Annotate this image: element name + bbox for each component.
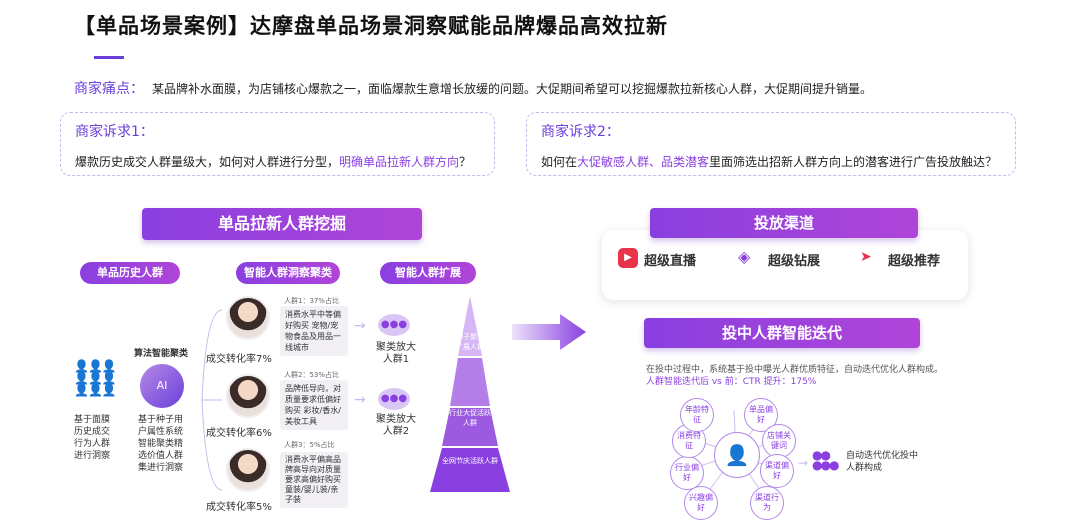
branch-lines <box>186 300 226 500</box>
base-text: 基于面膜历史成交行为人群进行洞察 <box>74 414 116 462</box>
node-interest-pref: 兴趣偏好 <box>684 486 718 520</box>
iterate-banner: 投中人群智能迭代 <box>644 318 920 348</box>
result-arrow-icon: → <box>798 456 808 470</box>
group1-desc: 消费水平中等偏好购买 宠物/宠物食品及用品一线城市 <box>280 306 348 356</box>
node-age-trait: 年龄特征 <box>680 398 714 432</box>
cluster1-icon: ●●● <box>378 314 410 336</box>
group2-conv: 成交转化率6% <box>206 424 272 439</box>
group3-conv: 成交转化率5% <box>206 498 272 513</box>
node-store-keyword: 店铺关键词 <box>762 424 796 458</box>
channel-diamond[interactable]: 超级钻展 <box>768 250 820 269</box>
pyramid-level-3: 全网节庆活跃人群 <box>440 456 500 466</box>
ai-brain-icon: AI <box>140 364 184 408</box>
demand1-title: 商家诉求1： <box>75 121 154 141</box>
cluster2-label: 聚类放大人群2 <box>374 414 418 438</box>
left-banner: 单品拉新人群挖掘 <box>142 208 422 240</box>
pain-text: 某品牌补水面膜，为店铺核心爆款之一，面临爆款生意增长放缓的问题。大促期间希望可以… <box>152 80 872 97</box>
group3-desc: 消费水平偏高品牌高导向对质量要求高偏好购买 童装/婴儿装/亲子装 <box>280 452 348 508</box>
flow-arrow-icon <box>512 312 588 352</box>
pill-expand: 智能人群扩展 <box>380 262 476 284</box>
node-channel-behavior: 渠道行为 <box>750 486 784 520</box>
algo-text: 基于种子用户属性系统智能聚类精选价值人群集进行洞察 <box>138 414 190 474</box>
cluster1-label: 聚类放大人群1 <box>374 342 418 366</box>
crowd-icon: ●●●●● <box>812 450 837 470</box>
group1-conv: 成交转化率7% <box>206 350 272 365</box>
group2-share: 人群2：53%占比 <box>284 370 339 380</box>
result-text: 自动迭代优化投中人群构成 <box>846 450 926 474</box>
title-underline <box>94 56 124 59</box>
page-title: 【单品场景案例】达摩盘单品场景洞察赋能品牌爆品高效拉新 <box>74 10 668 40</box>
recommend-icon: ➤ <box>860 249 872 265</box>
node-channel-pref: 渠道偏好 <box>760 454 794 488</box>
persona-2-avatar <box>226 374 270 418</box>
arrow-2-icon: → <box>354 392 366 408</box>
people-grid-icon: 👤👤👤👤👤👤👤👤👤 <box>74 360 116 396</box>
demand2-box: 商家诉求2： 如何在大促敏感人群、品类潜客里面筛选出招新人群方向上的潜客进行广告… <box>526 112 1016 176</box>
group1-share: 人群1：37%占比 <box>284 296 339 306</box>
group2-desc: 品牌低导向，对质量要求低偏好购买 彩妆/香水/美妆工具 <box>280 380 348 430</box>
channel-recommend[interactable]: 超级推荐 <box>888 250 940 269</box>
persona-3-avatar <box>226 448 270 492</box>
demand2-title: 商家诉求2： <box>541 121 620 141</box>
arrow-1-icon: → <box>354 318 366 334</box>
channel-banner: 投放渠道 <box>650 208 918 238</box>
demand1-box: 商家诉求1： 爆款历史成交人群量级大，如何对人群进行分型，明确单品拉新人群方向？ <box>60 112 495 176</box>
iterate-desc1: 在投中过程中，系统基于投中曝光人群优质特征，自动迭代优化人群构成。 <box>646 364 943 376</box>
pill-cluster: 智能人群洞察聚类 <box>236 262 340 284</box>
pyramid-graphic <box>420 296 520 496</box>
channel-live[interactable]: 超级直播 <box>644 250 696 269</box>
demand1-text: 爆款历史成交人群量级大，如何对人群进行分型，明确单品拉新人群方向？ <box>75 153 471 170</box>
live-icon: ▶ <box>618 248 638 268</box>
pain-label: 商家痛点： <box>74 78 144 98</box>
diamond-icon: ◈ <box>738 247 750 266</box>
pyramid-level-1: 种子聚类扩展人群 <box>454 332 486 352</box>
demand2-text: 如何在大促敏感人群、品类潜客里面筛选出招新人群方向上的潜客进行广告投放触达？ <box>541 153 997 170</box>
iterate-desc2: 人群智能迭代后 vs 前：CTR 提升：175% <box>646 376 816 388</box>
person-center-icon: 👤 <box>714 432 760 478</box>
persona-1-avatar <box>226 296 270 340</box>
pyramid-level-2: 行业大促活跃人群 <box>446 408 494 428</box>
cluster2-icon: ●●● <box>378 388 410 410</box>
algo-label: 算法智能聚类 <box>134 348 188 360</box>
node-industry-pref: 行业偏好 <box>670 456 704 490</box>
group3-share: 人群3：5%占比 <box>284 440 335 450</box>
pill-history: 单品历史人群 <box>80 262 180 284</box>
